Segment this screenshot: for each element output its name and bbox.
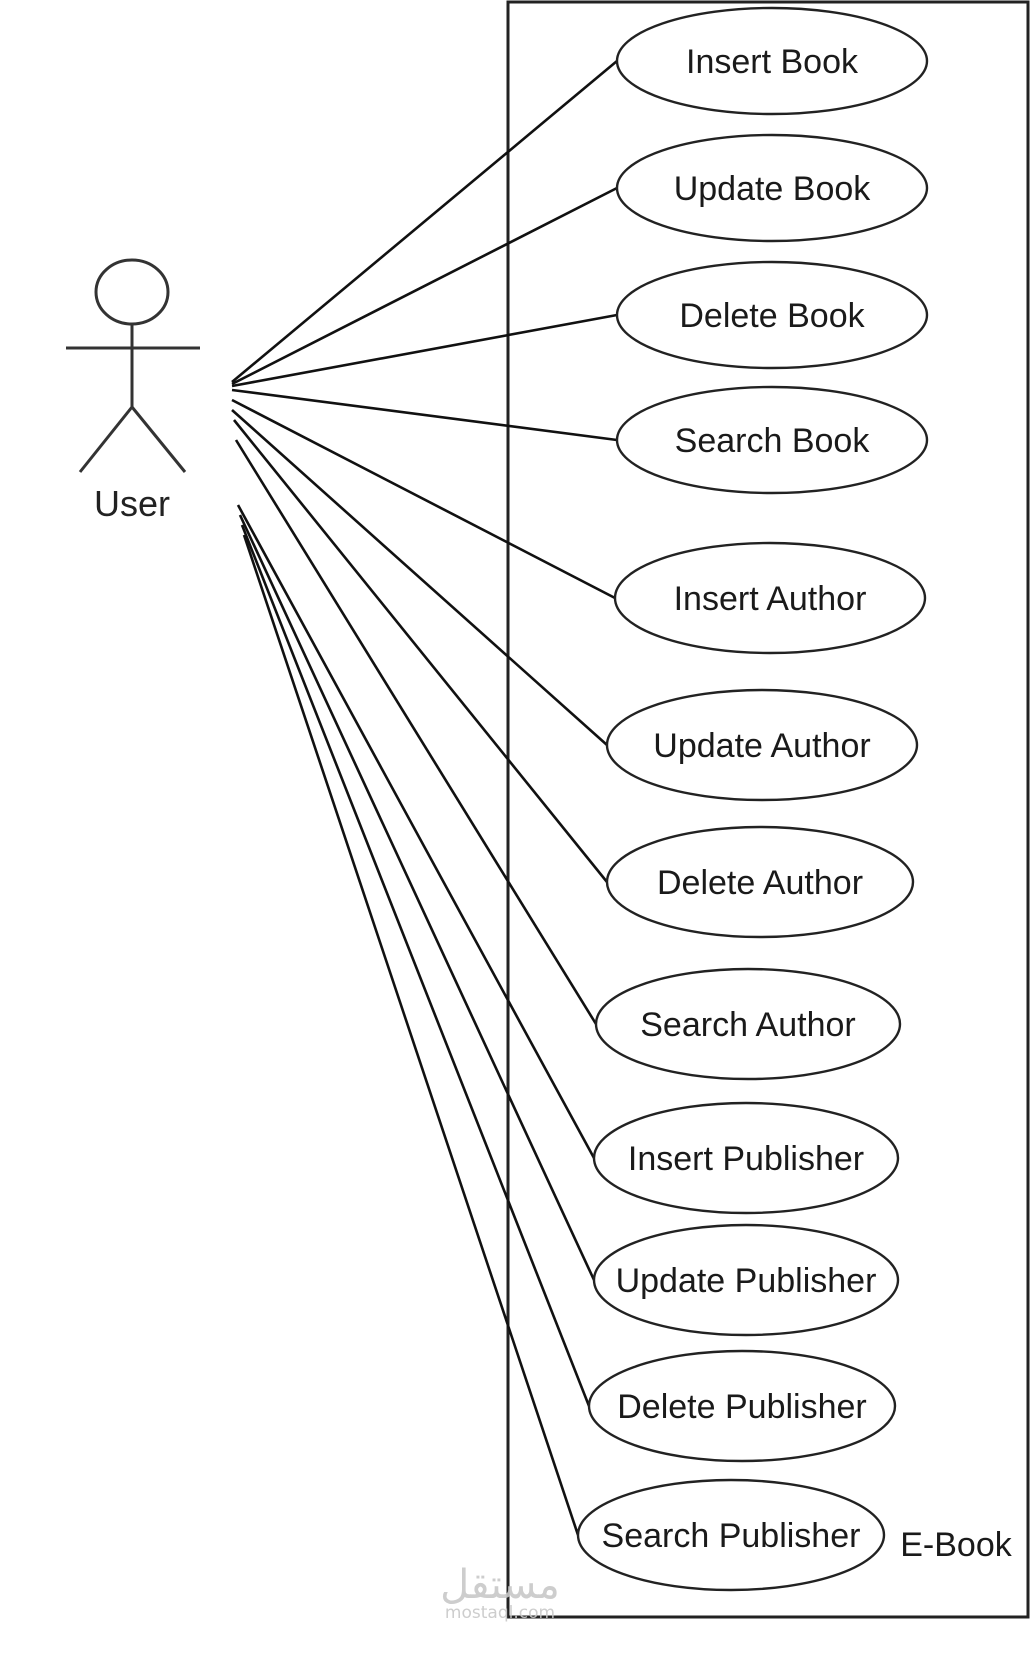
use-case-ellipse: [594, 967, 902, 1081]
use-case-ellipse: [615, 133, 929, 243]
use-case-insert-author[interactable]: Insert Author: [613, 541, 927, 655]
use-case-search-publisher[interactable]: Search Publisher: [576, 1478, 886, 1592]
association-line: [231, 398, 616, 600]
association-line: [236, 504, 596, 1159]
use-case-delete-author[interactable]: Delete Author: [605, 825, 915, 939]
use-case-delete-publisher[interactable]: Delete Publisher: [587, 1349, 897, 1463]
use-case-label: Update Author: [653, 727, 870, 765]
association-lines: [231, 60, 618, 1536]
use-case-ellipse: [592, 1101, 900, 1215]
use-case-label: Insert Author: [674, 580, 867, 618]
use-case-label: Update Publisher: [616, 1262, 877, 1300]
association-line: [240, 524, 591, 1407]
use-case-insert-publisher[interactable]: Insert Publisher: [592, 1101, 900, 1215]
use-case-label: Search Author: [640, 1006, 855, 1044]
use-case-ellipse: [576, 1478, 886, 1592]
use-case-label: Delete Author: [657, 864, 863, 902]
association-line: [234, 439, 598, 1025]
use-case-insert-book[interactable]: Insert Book: [615, 6, 929, 116]
use-case-label: Search Publisher: [602, 1517, 861, 1555]
use-case-label: Update Book: [674, 170, 872, 208]
system-boundary: [506, 0, 1030, 1619]
use-case-search-author[interactable]: Search Author: [594, 967, 902, 1081]
stick-figure-actor-icon: [66, 258, 200, 473]
use-case-ellipse: [615, 260, 929, 370]
use-case-update-publisher[interactable]: Update Publisher: [592, 1223, 900, 1337]
watermark: مستقل mostaql.com: [440, 1562, 560, 1623]
system-label: E-Book: [900, 1526, 1012, 1564]
use-case-ellipse: [605, 825, 915, 939]
use-case-label: Insert Book: [686, 43, 859, 81]
use-case-search-book[interactable]: Search Book: [615, 385, 929, 495]
use-case-ellipse: [615, 6, 929, 116]
association-line: [231, 186, 618, 386]
association-line: [238, 514, 596, 1281]
actor-label: User: [94, 483, 170, 524]
association-line: [242, 534, 580, 1536]
use-case-ellipse: [592, 1223, 900, 1337]
watermark-site: mostaql.com: [445, 1603, 555, 1623]
association-line: [231, 60, 618, 383]
association-line: [232, 419, 609, 883]
use-case-delete-book[interactable]: Delete Book: [615, 260, 929, 370]
use-case-update-book[interactable]: Update Book: [615, 133, 929, 243]
use-case-label: Delete Publisher: [617, 1388, 866, 1426]
use-case-ellipse: [587, 1349, 897, 1463]
association-line: [231, 409, 608, 746]
actor-user[interactable]: User: [66, 258, 200, 524]
watermark-brand: مستقل: [440, 1562, 560, 1608]
use-case-ellipse: [605, 688, 919, 802]
use-case-label: Delete Book: [679, 297, 865, 335]
use-case-label: Search Book: [675, 422, 871, 460]
association-line: [231, 388, 618, 442]
use-case-ellipse: [615, 385, 929, 495]
association-line: [231, 313, 618, 388]
use-case-label: Insert Publisher: [628, 1140, 864, 1178]
use-case-ellipse: [613, 541, 927, 655]
use-case-update-author[interactable]: Update Author: [605, 688, 919, 802]
